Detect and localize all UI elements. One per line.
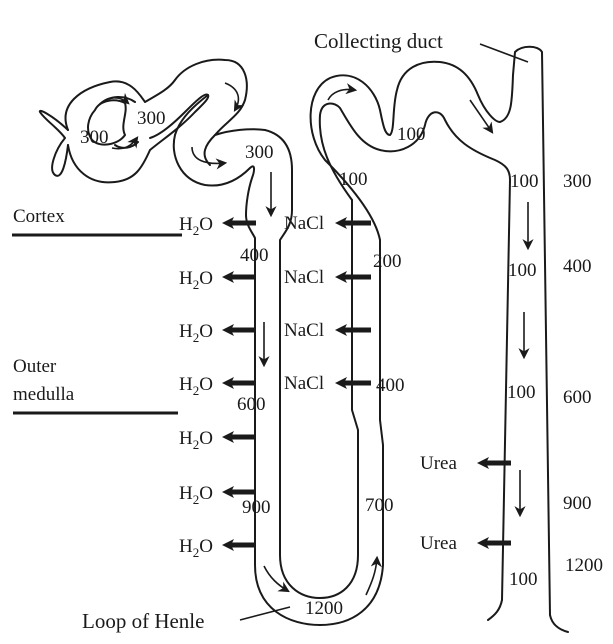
int-osm-900: 900 [563,493,592,514]
salt-arrow-1-head [335,217,347,229]
int-osm-400: 400 [563,256,592,277]
water-arrow-4-head [222,377,234,389]
salt-label-2: NaCl [284,267,324,288]
collecting-duct-label: Collecting duct [314,29,443,53]
cd-osm-1: 100 [510,171,539,192]
salt-label-3: NaCl [284,320,324,341]
salt-label-1: NaCl [284,213,324,234]
water-label-2: H2O [179,268,213,292]
osm-proximal-start: 300 [137,108,166,129]
collecting-duct-leader [479,43,529,63]
outer-medulla-label-1: Outer [13,356,57,377]
osm-descending-400: 400 [240,245,269,266]
collecting-duct-base [549,614,569,633]
cd-osm-4: 100 [509,569,538,590]
water-label-6: H2O [179,483,213,507]
descending-limb [245,199,384,626]
urea-arrows [477,457,511,549]
osm-ascending-400: 400 [376,375,405,396]
distal-tubule [309,45,551,621]
water-arrow-5-head [222,431,234,443]
osm-ascending-700: 700 [365,495,394,516]
outer-medulla-label-2: medulla [13,384,75,405]
urea-label-1: Urea [420,453,457,474]
int-osm-300: 300 [563,171,592,192]
cd-osm-3: 100 [507,382,536,403]
transport-labels: H2OH2OH2OH2OH2OH2OH2ONaClNaClNaClNaClUre… [179,213,457,560]
osm-distal: 100 [397,124,426,145]
osm-glomerulus: 300 [80,127,109,148]
salt-label-4: NaCl [284,373,324,394]
osm-ascending-top: 100 [339,169,368,190]
water-label-3: H2O [179,321,213,345]
water-label-1: H2O [179,214,213,238]
osm-bend: 1200 [305,598,343,619]
water-arrow-2-head [222,271,234,283]
salt-arrow-4-head [335,377,347,389]
salt-arrows [335,217,371,389]
osm-descending-900: 900 [242,497,271,518]
water-arrows [222,217,256,551]
water-label-7: H2O [179,536,213,560]
water-label-5: H2O [179,428,213,452]
osm-descending-600: 600 [237,394,266,415]
proximal-tubule [172,94,256,216]
water-arrow-1-head [222,217,234,229]
cortex-label: Cortex [13,206,65,227]
int-osm-600: 600 [563,387,592,408]
osm-ascending-200: 200 [373,251,402,272]
water-arrow-6-head [222,486,234,498]
urea-label-2: Urea [420,533,457,554]
urea-arrow-2-head [477,537,489,549]
loop-of-henle-leader [239,606,291,621]
water-arrow-7-head [222,539,234,551]
bowmans-capsule [38,58,293,211]
int-osm-1200: 1200 [565,555,603,576]
cd-osm-2: 100 [508,260,537,281]
loop-of-henle-label: Loop of Henle [82,609,204,633]
salt-arrow-3-head [335,324,347,336]
urea-arrow-1-head [477,457,489,469]
water-label-4: H2O [179,374,213,398]
flow-arrows [99,82,534,596]
osm-proximal-end: 300 [245,142,274,163]
salt-arrow-2-head [335,271,347,283]
water-arrow-3-head [222,324,234,336]
